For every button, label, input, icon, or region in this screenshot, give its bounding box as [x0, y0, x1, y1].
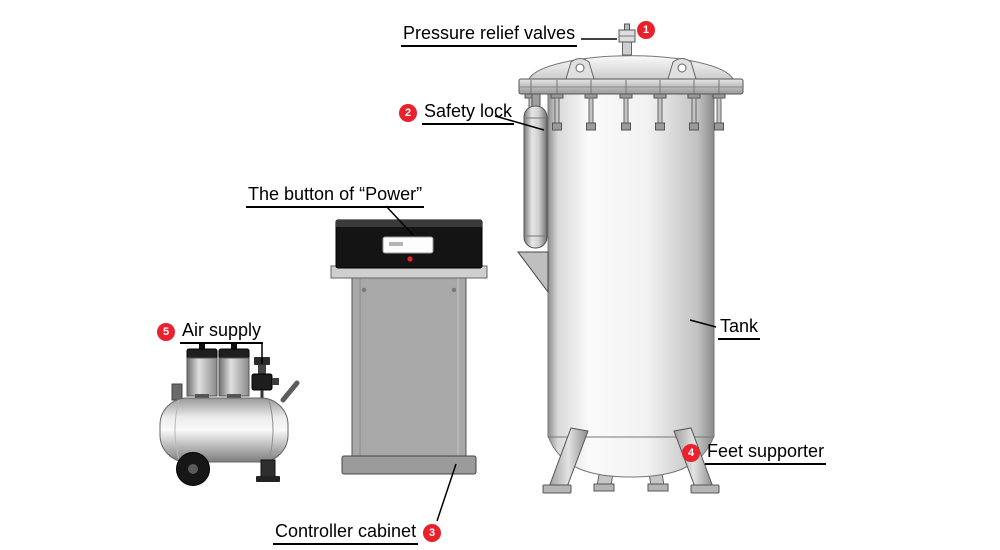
cabinet-screw	[361, 287, 367, 293]
tank-end-seam	[174, 399, 180, 461]
compressor-handle	[280, 380, 300, 403]
tank-label: Tank	[718, 316, 761, 340]
safety-lock-bracket	[517, 251, 549, 294]
controller-cabinet-device	[330, 219, 488, 475]
safety-lock-badge: 2	[399, 103, 417, 122]
compressor-foot-pad	[256, 476, 280, 482]
motor-body	[186, 357, 218, 397]
feet-supporter-label: Feet supporter	[705, 441, 827, 465]
motor-bolt	[231, 344, 237, 350]
compressor-wheel-hub	[188, 464, 198, 474]
air-compressor-device	[159, 344, 300, 486]
regulator-stem	[258, 365, 266, 375]
safety-lock-annotation: 2 Safety lock	[399, 101, 515, 125]
valve-cap	[624, 23, 630, 31]
control-panel-top-strip	[336, 220, 482, 227]
cabinet-base	[341, 455, 477, 475]
tank-shell	[547, 92, 715, 438]
lifting-lug-hole	[677, 63, 687, 73]
lifting-lug-hole	[575, 63, 585, 73]
safety-lock-leader-line	[494, 115, 545, 131]
pressure-relief-valve	[618, 23, 636, 56]
air-supply-badge: 5	[157, 322, 175, 341]
leader-lines	[261, 38, 717, 522]
controller-cabinet-annotation: Controller cabinet 3	[273, 521, 442, 545]
tank-leader-line	[689, 319, 717, 328]
tank-dome	[528, 55, 734, 80]
pressure-relief-valves-label: Pressure relief valves	[401, 23, 578, 47]
motor-body	[218, 357, 250, 397]
feet-supporter-badge: 4	[682, 443, 700, 462]
regulator-body	[251, 373, 273, 391]
tank-foot-pad	[542, 484, 572, 494]
safety-lock-label: Safety lock	[422, 101, 515, 125]
controller-cabinet-badge: 3	[423, 523, 442, 542]
compressor-foot	[260, 459, 276, 479]
valve-stem	[622, 41, 632, 56]
safety-lock-cylinder	[523, 105, 548, 249]
air-supply-label: Air supply	[180, 320, 264, 344]
regulator-outlet	[272, 378, 279, 385]
controller-cabinet-label: Controller cabinet	[273, 521, 419, 545]
feet-supporter-annotation: 4 Feet supporter	[682, 441, 827, 465]
safety-lock-device	[517, 93, 549, 294]
power-button-indicator	[407, 256, 413, 262]
tank-foot-pad	[690, 484, 720, 494]
air-supply-regulator	[251, 357, 279, 400]
tank-annotation: Tank	[718, 316, 761, 340]
intake-fitting	[171, 383, 183, 401]
control-panel-display	[382, 236, 434, 254]
tank-rear-leg-pad	[647, 483, 669, 492]
cabinet-screw	[451, 287, 457, 293]
tank-rear-leg-pad	[593, 483, 615, 492]
pressure-relief-valves-badge: 1	[637, 21, 655, 39]
compressor-tank	[159, 397, 289, 463]
tank-end-seam	[268, 399, 274, 461]
cabinet-column	[351, 277, 467, 459]
air-supply-annotation: 5 Air supply	[157, 320, 264, 344]
power-button-label: The button of “Power”	[246, 184, 425, 208]
tank-group	[518, 23, 744, 494]
display-readout-mark	[389, 242, 403, 246]
power-button-annotation: The button of “Power”	[246, 184, 425, 208]
power-button-leader-line	[385, 205, 414, 236]
pressure-relief-valves-annotation: Pressure relief valves	[401, 23, 578, 47]
controller-cabinet-leader-line	[436, 463, 457, 522]
motor-bolt	[199, 344, 205, 350]
